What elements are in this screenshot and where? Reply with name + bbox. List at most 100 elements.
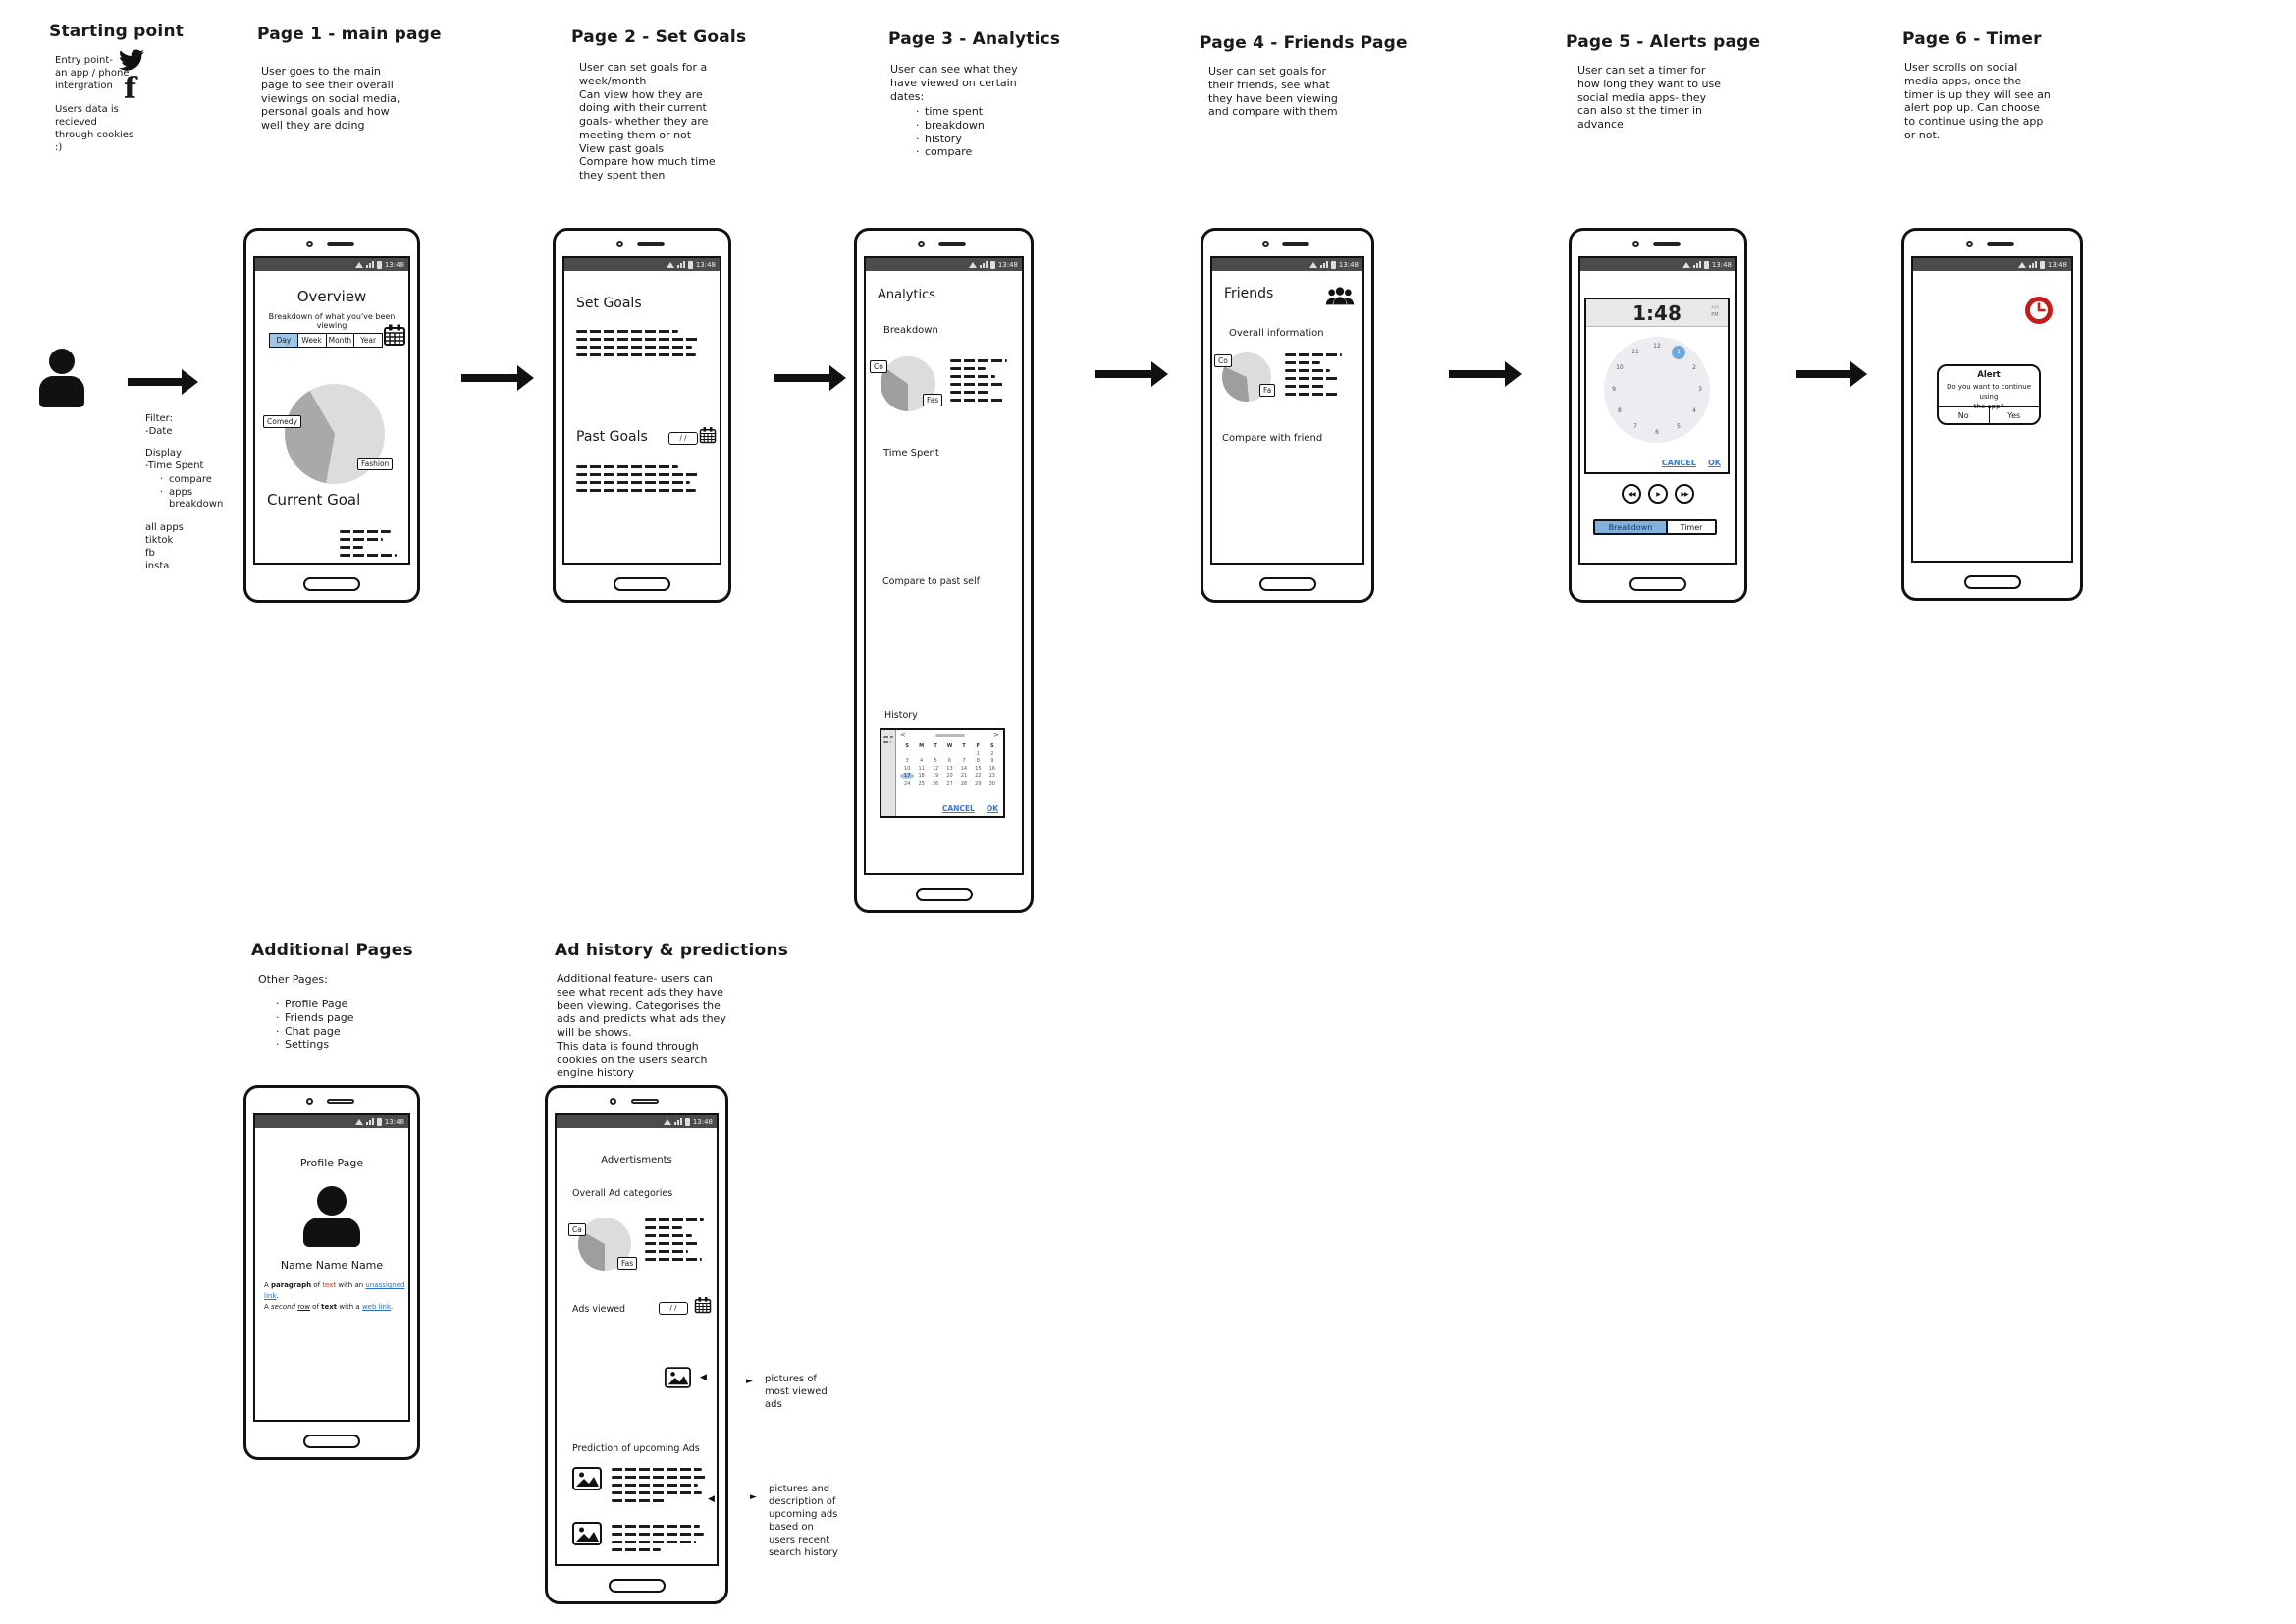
calendar-day-cell[interactable]: 29: [975, 780, 982, 786]
calendar-day-cell[interactable]: 18: [918, 773, 925, 779]
avatar: [303, 1186, 360, 1247]
segment-timer[interactable]: Timer: [1666, 521, 1715, 533]
calendar-day-cell[interactable]: 27: [946, 780, 953, 786]
calendar-day-cell[interactable]: 1: [976, 750, 980, 757]
status-time: 13:48: [695, 260, 716, 269]
other-pages-label: Other Pages:: [258, 973, 328, 986]
calendar-day-cell[interactable]: 19: [932, 773, 939, 779]
calendar-day-cell[interactable]: 17: [900, 773, 915, 779]
page6-description: User scrolls on social media apps, once …: [1904, 61, 2051, 141]
calendar-prev-icon[interactable]: <: [900, 731, 906, 739]
status-bar: 13:48: [866, 258, 1022, 271]
home-button[interactable]: [608, 1579, 666, 1593]
calendar-day-cell[interactable]: 16: [988, 765, 995, 772]
calendar-day-cell[interactable]: 7: [962, 758, 966, 764]
clock-number[interactable]: 6: [1655, 429, 1659, 436]
clock-number[interactable]: 10: [1616, 364, 1624, 371]
pm-toggle[interactable]: PM: [1711, 312, 1719, 318]
calendar-day-cell[interactable]: 8: [976, 758, 980, 764]
calendar-next-icon[interactable]: >: [993, 731, 999, 739]
home-button[interactable]: [1629, 577, 1686, 591]
clock-number[interactable]: 1: [1672, 345, 1685, 359]
clock-number[interactable]: 9: [1612, 386, 1616, 393]
phone-timer-alert: 13:48 Alert Do you want to continue usin…: [1901, 228, 2083, 601]
calendar-day-cell[interactable]: 24: [904, 780, 911, 786]
calendar-day-cell[interactable]: 15: [975, 765, 982, 772]
calendar-day-cell[interactable]: 20: [946, 773, 953, 779]
calendar-day-cell[interactable]: 13: [946, 765, 953, 772]
camera-dot: [305, 241, 313, 247]
set-goals-screen: 13:48 Set Goals Past Goals / /: [562, 256, 721, 565]
clock-number[interactable]: 3: [1698, 386, 1702, 393]
calendar-day-cell[interactable]: 11: [918, 765, 925, 772]
home-button[interactable]: [915, 888, 973, 901]
clock-number[interactable]: 7: [1633, 423, 1637, 431]
am-toggle[interactable]: AM: [1711, 305, 1719, 311]
tab-day[interactable]: Day: [270, 334, 297, 347]
calendar-cancel-button[interactable]: CANCEL: [941, 804, 975, 813]
battery-icon: [1330, 260, 1336, 269]
calendar-icon[interactable]: [383, 323, 406, 347]
calendar-day-cell[interactable]: 3: [905, 758, 909, 764]
clock-number[interactable]: 4: [1692, 407, 1696, 414]
phone-friends: 13:48 Friends Overall information Co Fa …: [1201, 228, 1374, 603]
home-button[interactable]: [1963, 575, 2021, 589]
signal-icon: [365, 261, 374, 268]
segment-breakdown[interactable]: Breakdown: [1595, 521, 1666, 533]
calendar-day-cell[interactable]: 26: [932, 780, 939, 786]
status-time: 13:48: [692, 1117, 713, 1126]
calendar-day-cell[interactable]: 23: [988, 773, 995, 779]
profile-text-link[interactable]: unassigned link: [264, 1281, 405, 1301]
timer-ok-button[interactable]: OK: [1708, 459, 1721, 467]
calendar-day-cell[interactable]: 5: [934, 758, 937, 764]
calendar-day-cell[interactable]: 22: [975, 773, 982, 779]
calendar-day-cell[interactable]: 21: [960, 773, 968, 779]
clock-number[interactable]: 12: [1653, 343, 1661, 350]
timer-cancel-button[interactable]: CANCEL: [1661, 459, 1696, 467]
home-button[interactable]: [303, 577, 360, 591]
calendar-day-cell[interactable]: 9: [990, 758, 994, 764]
status-bar: 13:48: [557, 1115, 717, 1128]
home-button[interactable]: [303, 1435, 360, 1448]
clock-number[interactable]: 2: [1692, 364, 1696, 371]
wifi-icon: [666, 261, 674, 268]
clock-number[interactable]: 11: [1631, 348, 1639, 355]
tab-year[interactable]: Year: [353, 334, 382, 347]
tab-month[interactable]: Month: [325, 334, 354, 347]
calendar-day-cell[interactable]: 30: [988, 780, 995, 786]
clock-number[interactable]: 8: [1617, 407, 1622, 414]
calendar-day-cell[interactable]: 4: [920, 758, 924, 764]
calendar-day-cell[interactable]: 14: [960, 765, 968, 772]
signal-icon: [1692, 261, 1701, 268]
calendar-ok-button[interactable]: OK: [986, 804, 998, 813]
home-button[interactable]: [614, 577, 670, 591]
status-time: 13:48: [384, 260, 404, 269]
home-button[interactable]: [1258, 577, 1316, 591]
rewind-button[interactable]: ◀◀: [1622, 484, 1641, 504]
fast-forward-button[interactable]: ▶▶: [1675, 484, 1694, 504]
calendar-day-cell[interactable]: 2: [990, 750, 994, 757]
page3-description: User can see what they have viewed on ce…: [890, 63, 1018, 103]
ads-viewed-label: Ads viewed: [572, 1304, 626, 1315]
calendar-day-cell[interactable]: 6: [947, 758, 952, 764]
calendar-icon[interactable]: [699, 426, 717, 444]
calendar-day-cell[interactable]: 12: [932, 765, 939, 772]
past-goals-date-input[interactable]: / /: [668, 432, 698, 445]
alert-no-button[interactable]: No: [1957, 410, 1969, 420]
signal-icon: [676, 261, 685, 268]
play-button[interactable]: ▶: [1648, 484, 1668, 504]
calendar-day-cell[interactable]: 28: [960, 780, 968, 786]
battery-icon: [376, 1117, 382, 1126]
calendar-day-cell[interactable]: 10: [904, 765, 911, 772]
clock-number[interactable]: 5: [1677, 423, 1681, 431]
tab-week[interactable]: Week: [296, 334, 326, 347]
calendar-icon[interactable]: [694, 1296, 712, 1314]
calendar-day-cell[interactable]: 25: [918, 780, 925, 786]
profile-text-link[interactable]: web link: [361, 1303, 392, 1312]
list-item: breakdown: [913, 119, 985, 133]
ads-viewed-date-input[interactable]: / /: [659, 1302, 688, 1315]
alert-yes-button[interactable]: Yes: [1988, 407, 2040, 423]
